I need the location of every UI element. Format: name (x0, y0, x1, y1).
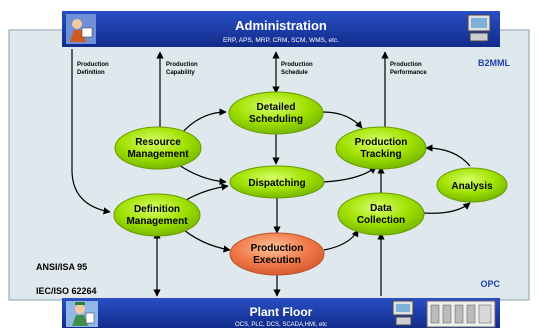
node-data-collection-line1: Data (370, 203, 392, 214)
plant-floor-title: Plant Floor (250, 305, 313, 319)
administration-bar (62, 11, 500, 47)
node-detailed-scheduling-line1: Detailed (257, 102, 296, 113)
opc-label: OPC (480, 279, 500, 289)
administration-subtitle: ERP, APS, MRP, CRM, SCM, WMS, etc. (223, 37, 339, 44)
monitor-icon (392, 300, 414, 326)
node-data-collection-line2: Collection (357, 215, 405, 226)
node-definition-management-line2: Management (126, 216, 188, 227)
node-detailed-scheduling: Detailed Scheduling (228, 91, 324, 135)
standard-ansi-isa-95: ANSI/ISA 95 (36, 262, 87, 272)
node-production-execution-line2: Execution (253, 255, 301, 266)
node-dispatching-label: Dispatching (248, 178, 305, 189)
node-resource-management: Resource Management (114, 126, 202, 170)
b2mml-label: B2MML (478, 58, 510, 68)
control-panel-icon (426, 300, 496, 328)
node-resource-management-line1: Resource (135, 137, 181, 148)
node-data-collection: Data Collection (337, 192, 425, 236)
node-dispatching: Dispatching (229, 165, 325, 199)
label-production-performance-1: Production (390, 62, 422, 68)
label-production-definition-1: Production (77, 62, 109, 68)
label-production-capability-1: Production (166, 62, 198, 68)
node-production-tracking-line2: Tracking (360, 149, 401, 160)
node-resource-management-line2: Management (127, 149, 189, 160)
node-definition-management: Definition Management (113, 193, 201, 237)
label-production-capability-2: Capability (166, 70, 195, 76)
label-production-schedule-1: Production (281, 62, 313, 68)
plant-floor-subtitle: OCS, PLC, DCS, SCADA,HMI, etc (235, 322, 327, 328)
person-reading-icon (66, 14, 96, 44)
worker-clipboard-icon (66, 301, 98, 327)
label-production-schedule-2: Schedule (281, 70, 308, 76)
computer-icon (467, 14, 491, 42)
standard-iec-iso-62264: IEC/ISO 62264 (36, 286, 97, 296)
flow-labels: Production Definition Production Capabil… (77, 62, 427, 76)
node-analysis: Analysis (436, 167, 508, 203)
node-production-execution: Production Execution (229, 232, 325, 276)
label-production-performance-2: Performance (390, 70, 427, 76)
node-production-tracking: Production Tracking (335, 126, 427, 170)
interface-arrows (71, 49, 389, 297)
node-detailed-scheduling-line2: Scheduling (249, 114, 303, 125)
label-production-definition-2: Definition (77, 70, 105, 76)
node-production-execution-line1: Production (251, 243, 304, 254)
node-analysis-label: Analysis (451, 181, 493, 192)
administration-title: Administration (235, 18, 327, 33)
node-definition-management-line1: Definition (134, 204, 180, 215)
node-production-tracking-line1: Production (355, 137, 408, 148)
